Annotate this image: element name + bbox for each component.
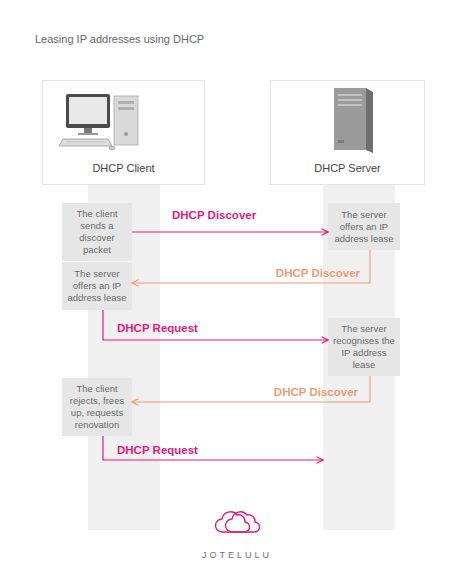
header-card: DHCP Client: [42, 80, 205, 185]
message-arrow: [132, 231, 328, 232]
server-illustration: [334, 88, 373, 153]
step-text: The client sends a discover packet: [66, 208, 128, 256]
message-arrow: [132, 376, 370, 402]
logo-wordmark: JOTELULU: [0, 550, 474, 560]
step-box: The client rejects, frees up, requests r…: [62, 378, 132, 436]
swimlane: DHCP ServerThe server offers an IP addre…: [323, 80, 395, 530]
header-card: DHCP Server: [270, 80, 425, 185]
step-box: The server offers an IP address lease: [328, 203, 400, 250]
message-arrow: [103, 436, 323, 460]
message-label: DHCP Discover: [274, 386, 358, 398]
step-text: The server recognises the IP address lea…: [332, 323, 396, 371]
message-label: DHCP Request: [117, 444, 198, 456]
step-text: The server offers an IP address lease: [66, 268, 128, 304]
step-text: The server offers an IP address lease: [332, 209, 396, 245]
logo-cloud: [216, 512, 260, 532]
message-arrow: [103, 310, 328, 340]
message-label: DHCP Request: [117, 322, 198, 334]
step-box: The server offers an IP address lease: [62, 262, 132, 310]
diagram-title: Leasing IP addresses using DHCP: [35, 33, 204, 45]
step-box: The server recognises the IP address lea…: [328, 318, 400, 376]
lane-title: DHCP Server: [314, 162, 380, 174]
message-arrow: [132, 250, 370, 283]
step-text: The client rejects, frees up, requests r…: [66, 383, 128, 431]
message-label: DHCP Discover: [276, 267, 360, 279]
swimlane: DHCP ClientThe client sends a discover p…: [88, 80, 160, 530]
step-box: The client sends a discover packet: [62, 203, 132, 261]
lane-title: DHCP Client: [92, 162, 154, 174]
computer-illustration: [59, 94, 138, 150]
message-label: DHCP Discover: [172, 209, 256, 221]
